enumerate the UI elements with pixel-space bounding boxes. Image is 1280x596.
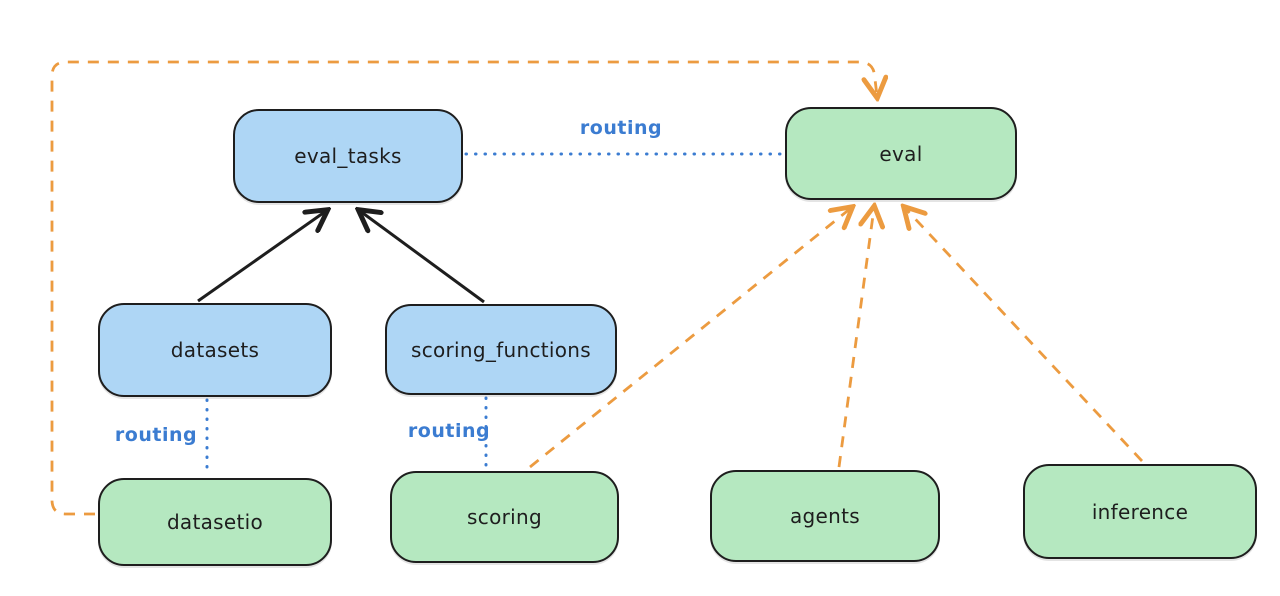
node-agents: agents [710,470,940,562]
node-scoring-label: scoring [467,505,542,529]
node-scoring-functions-label: scoring_functions [410,337,592,362]
edge-label-routing-datasets-datasetio: routing [114,424,198,446]
edge-label-routing-eval-tasks-eval: routing [579,117,663,139]
node-datasets-label: datasets [170,338,260,362]
edge-datasetio-to-eval [50,60,877,516]
node-scoring-functions: scoring_functions [385,304,617,395]
edge-agents-to-eval [837,208,874,468]
node-eval-label: eval [879,141,923,166]
node-datasetio: datasetio [98,478,332,566]
node-eval: eval [785,107,1017,200]
node-datasets: datasets [98,303,332,397]
node-inference-label: inference [1091,499,1189,524]
node-scoring: scoring [390,471,619,563]
edge-datasets-to-eval-tasks [197,211,326,303]
edge-inference-to-eval [905,208,1144,462]
node-eval-tasks: eval_tasks [233,109,463,203]
node-datasetio-label: datasetio [166,510,264,534]
node-eval-tasks-label: eval_tasks [294,144,402,168]
edge-label-routing-scoring-functions-scoring: routing [407,420,491,442]
node-agents-label: agents [790,504,860,528]
node-inference: inference [1023,464,1257,559]
edge-scoring-functions-to-eval-tasks [360,211,485,304]
